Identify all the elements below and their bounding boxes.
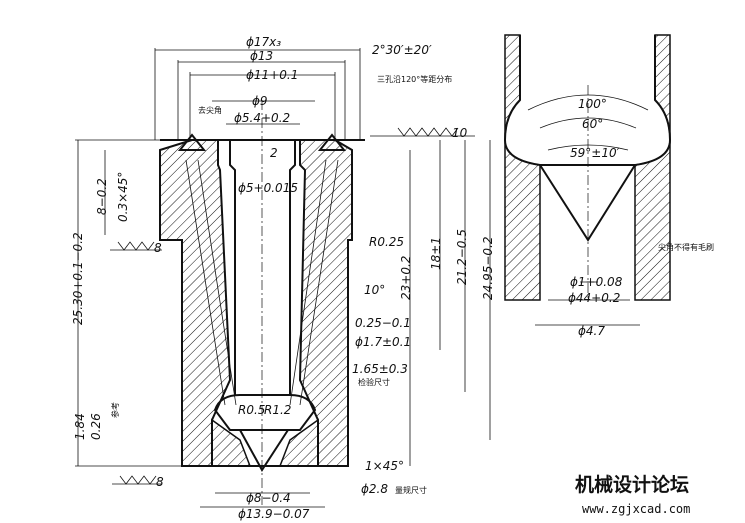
note-three-holes: 三孔沿120°等距分布 [377,74,452,84]
dim-2: 2 [270,146,278,160]
dim-r025: R0.25 [369,235,404,249]
dim-d8: ϕ8−0.4 [246,491,291,505]
detail-angle-59: 59°±10′ [570,146,620,160]
dim-d9: ϕ9 [252,94,268,108]
note-ref: 参考 [110,402,120,418]
dim-h165: 1.65±0.3 [352,362,408,376]
detail-dimension-lines [535,281,640,326]
dim-angle10: 10° [364,283,385,297]
dim-d13: ϕ13 [250,49,273,63]
roughness-top: 10 [452,126,468,140]
note-check-size: 检验尺寸 [358,377,390,387]
central-bore [229,140,296,395]
left-dimension-lines [75,139,182,467]
dim-r12: R1.2 [264,403,291,417]
dim-angle: 2°30′±20′ [372,43,432,57]
detail-view [503,34,672,326]
bottom-dimension-lines [200,492,325,508]
top-dimension-lines [154,48,361,140]
detail-outline [503,35,672,166]
detail-cone [539,164,636,242]
dim-d5: ϕ5+0.015 [238,181,298,195]
bottom-chamber [213,394,317,431]
dim-h18: 18±1 [429,237,443,270]
dim-d11: ϕ11+0.1 [246,68,298,82]
detail-angle-60: 60° [582,117,603,131]
dim-d17-hole: ϕ1.7±0.1 [355,335,411,349]
dim-d17: ϕ17х₃ [246,35,281,49]
watermark-title: 机械设计论坛 [575,473,689,496]
dim-d139: ϕ13.9−0.07 [238,507,310,521]
note-surface-size: 量规尺寸 [395,485,427,495]
detail-dim-d47: ϕ4.7 [578,324,605,338]
dim-h2530: 25.30+0.1−0.2 [71,232,85,325]
dim-h2495: 24.95−0.2 [481,237,495,301]
dim-r05: R0.5 [238,403,265,417]
dim-h212: 21.2−0.5 [455,229,469,285]
detail-angle-100: 100° [578,97,607,111]
slanted-hole-right [289,159,339,406]
main-section-view [159,100,365,505]
right-wall-section [298,139,353,467]
dim-h184: 1.84 [73,413,87,440]
dim-chamfer: 0.3×45° [116,172,130,222]
roughness-symbol-mid [110,241,162,251]
dim-gap025: 0.25−0.1 [355,316,411,330]
watermark-url: www.zgjxcad.com [582,502,690,516]
roughness-mid: 8 [154,241,162,255]
body-outline [159,150,353,467]
right-dimension-lines [409,140,491,466]
note-sharp-corner: 去尖角 [198,105,222,115]
detail-dim-d44: ϕ44+0.2 [568,291,620,305]
countersink-right [317,133,347,151]
dim-d54: ϕ5.4+0.2 [234,111,290,125]
dim-h23: 23+0.2 [399,256,413,300]
detail-angle-arcs [527,94,649,151]
dim-c8: 8−0.2 [95,178,109,215]
roughness-symbol-top [370,127,475,137]
slanted-hole-left [185,159,237,406]
roughness-symbol-bottom [112,475,162,485]
dim-d28: ϕ2.8 [361,482,388,496]
roughness-bottom: 8 [156,475,164,489]
detail-dim-d1: ϕ1+0.08 [570,275,623,289]
countersink-left [177,133,207,151]
dim-chamfer-1x45: 1×45° [365,459,404,473]
detail-section-left [504,34,541,301]
detail-note-sharp: 尖角不得有毛刷 [658,242,714,252]
dim-h026: 0.26 [89,413,103,440]
detail-section-right [634,34,671,301]
